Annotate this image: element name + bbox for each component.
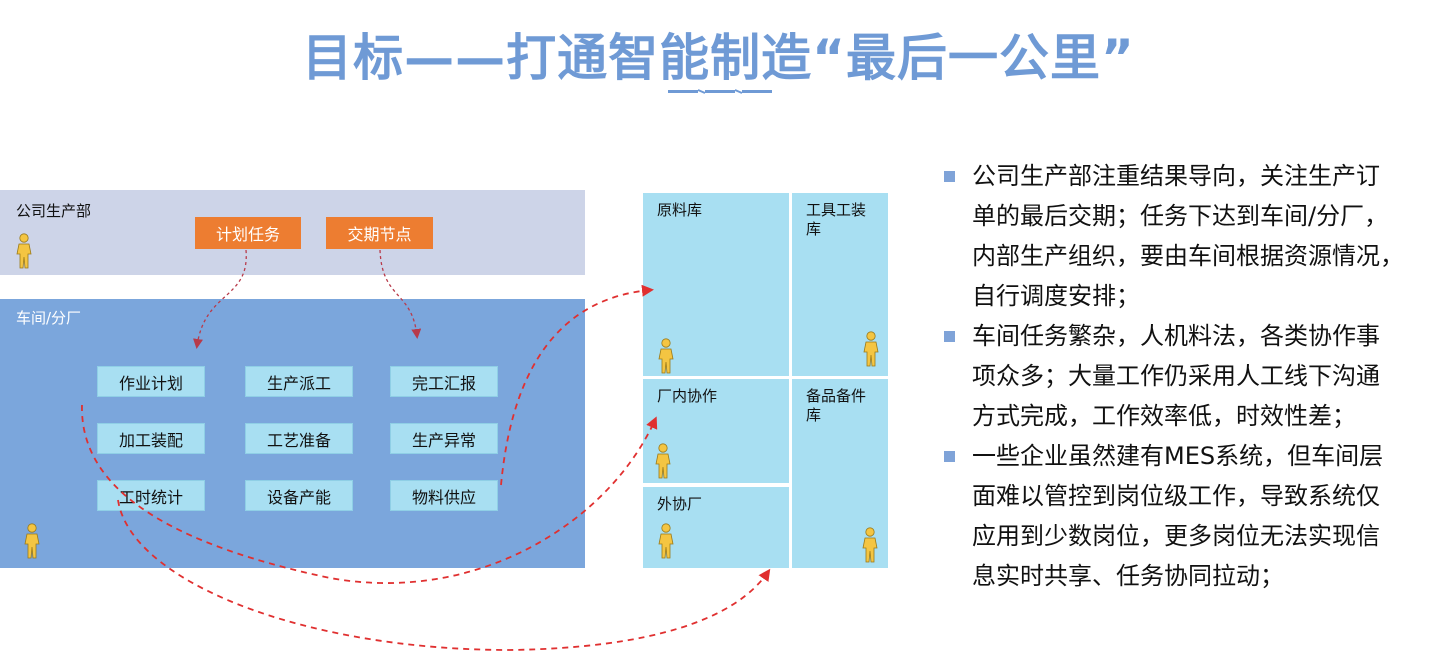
bullet-marker — [944, 171, 955, 182]
task-labor-hours[interactable]: 工时统计 — [97, 480, 205, 511]
workshop-label: 车间/分厂 — [16, 309, 82, 327]
title-underline-decoration — [668, 89, 772, 94]
bullet-marker — [944, 451, 955, 462]
task-process-prep[interactable]: 工艺准备 — [245, 423, 353, 454]
bullet-item: 一些企业虽然建有MES系统，但车间层面难以管控到岗位级工作，导致系统仅应用到少数… — [944, 436, 1414, 596]
outsource-factory: 外协厂 — [643, 487, 789, 568]
delivery-milestone-button[interactable]: 交期节点 — [326, 217, 433, 249]
internal-cooperation-label: 厂内协作 — [657, 387, 718, 405]
bullet-list: 公司生产部注重结果导向，关注生产订单的最后交期；任务下达到车间/分厂，内部生产组… — [944, 156, 1414, 596]
raw-material-store: 原料库 — [643, 193, 789, 376]
bullet-item: 车间任务繁杂，人机料法，各类协作事项众多；大量工作仍采用人工线下沟通方式完成，工… — [944, 316, 1414, 436]
person-icon — [658, 523, 674, 559]
tooling-store-label: 工具工装库 — [806, 201, 867, 238]
bullet-marker — [944, 331, 955, 342]
person-icon — [655, 443, 671, 479]
person-icon — [658, 338, 674, 374]
tooling-store: 工具工装库 — [792, 193, 888, 376]
person-icon — [24, 523, 40, 559]
task-machining-assembly[interactable]: 加工装配 — [97, 423, 205, 454]
task-dispatch[interactable]: 生产派工 — [245, 366, 353, 397]
company-label: 公司生产部 — [16, 202, 92, 220]
spare-parts-store: 备品备件库 — [792, 379, 888, 568]
plan-task-button[interactable]: 计划任务 — [195, 217, 301, 249]
spare-parts-store-label: 备品备件库 — [806, 387, 867, 424]
task-equipment-capacity[interactable]: 设备产能 — [245, 480, 353, 511]
outsource-factory-label: 外协厂 — [657, 495, 703, 513]
internal-cooperation: 厂内协作 — [643, 379, 789, 483]
task-material-supply[interactable]: 物料供应 — [390, 480, 498, 511]
person-icon — [16, 233, 32, 269]
task-production-exception[interactable]: 生产异常 — [390, 423, 498, 454]
task-work-plan[interactable]: 作业计划 — [97, 366, 205, 397]
raw-material-store-label: 原料库 — [657, 201, 703, 219]
bullet-item: 公司生产部注重结果导向，关注生产订单的最后交期；任务下达到车间/分厂，内部生产组… — [944, 156, 1414, 316]
page-title: 目标——打通智能制造“最后一公里” — [302, 29, 1135, 87]
task-completion-report[interactable]: 完工汇报 — [390, 366, 498, 397]
person-icon — [863, 331, 879, 367]
person-icon — [862, 527, 878, 563]
